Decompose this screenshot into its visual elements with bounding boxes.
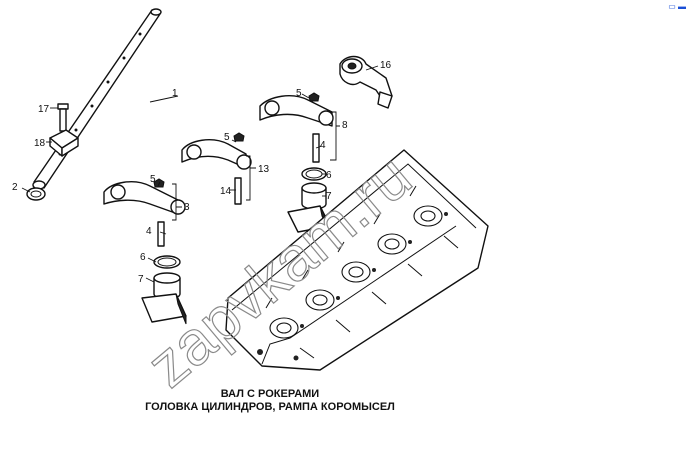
callout-2: 2 [12,182,18,193]
corner-mark: ▭ ▬ [668,2,686,11]
rocker-arm-13 [181,132,252,205]
shaft-plug [26,187,46,201]
callout-1: 1 [172,88,178,99]
bracket-16 [339,55,393,109]
callout-5b: 5 [224,132,230,143]
caption-line-1: ВАЛ С РОКЕРАМИ [220,388,320,400]
callout-14: 14 [220,186,232,197]
bolt-17 [57,103,69,132]
rocker-shaft [32,8,162,190]
callout-18: 18 [34,138,46,149]
cylinder-head [225,149,489,371]
callout-13: 13 [258,164,270,175]
callout-17: 17 [38,104,50,115]
callout-7a: 7 [138,274,144,285]
callout-numbers: 1 2 3 4 4 5 5 5 6 6 7 7 8 13 14 16 17 18 [12,60,392,285]
leader-lines [21,65,379,283]
callout-5c: 5 [296,88,302,99]
callout-7b: 7 [326,191,332,202]
diagram-caption: ВАЛ С РОКЕРАМИ ГОЛОВКА ЦИЛИНДРОВ, РАМПА … [120,388,420,414]
caption-line-2: ГОЛОВКА ЦИЛИНДРОВ, РАМПА КОРОМЫСЕЛ [145,401,395,413]
callout-5a: 5 [150,174,156,185]
bracket-18 [49,129,79,157]
callout-3: 3 [184,202,190,213]
callout-4a: 4 [146,226,152,237]
callout-6b: 6 [326,170,332,181]
callout-4b: 4 [320,140,326,151]
callout-8: 8 [342,120,348,131]
rocker-arm-3 [103,178,187,325]
callout-16: 16 [380,60,392,71]
callout-6a: 6 [140,252,146,263]
